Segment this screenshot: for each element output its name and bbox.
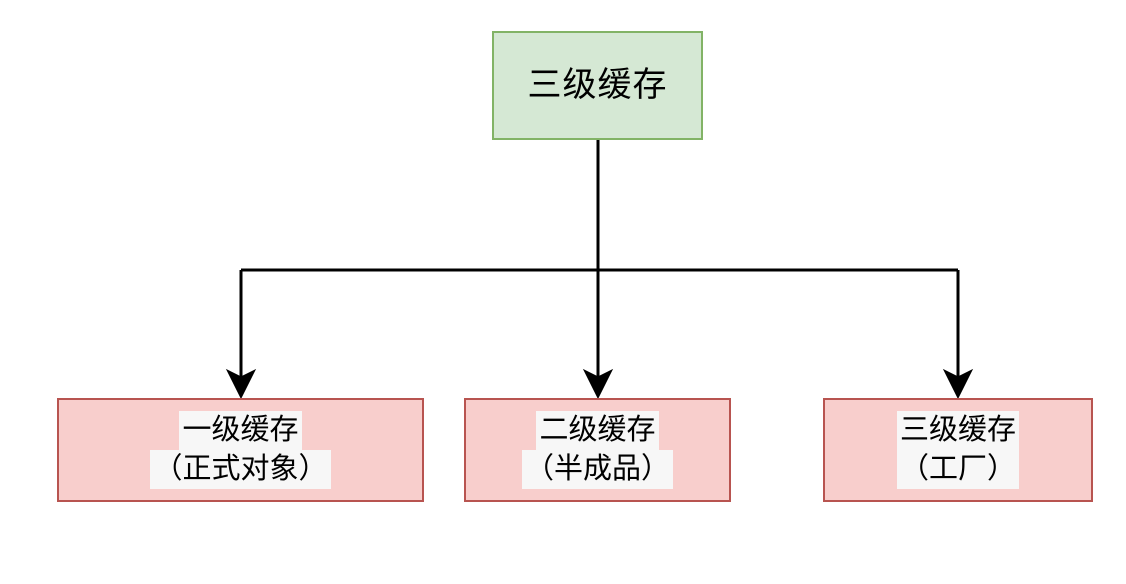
arrowhead-leaf-3 (942, 368, 974, 400)
node-leaf-level-three[interactable]: 三级缓存 （工厂） (823, 398, 1093, 502)
node-leaf-2-label-line-2: （半成品） (521, 450, 673, 490)
node-root-cache[interactable]: 三级缓存 (492, 31, 703, 140)
arrowhead-leaf-2 (582, 368, 614, 400)
node-leaf-level-two[interactable]: 二级缓存 （半成品） (464, 398, 731, 502)
node-leaf-1-label: 一级缓存 （正式对象） (150, 410, 331, 490)
node-leaf-3-label-line-1: 三级缓存 (896, 410, 1019, 450)
arrowhead-leaf-1 (225, 368, 257, 400)
node-leaf-2-label-line-1: 二级缓存 (522, 410, 673, 450)
node-root-label: 三级缓存 (528, 65, 668, 106)
node-leaf-1-label-line-2: （正式对象） (150, 450, 331, 490)
node-root-label-line-1: 三级缓存 (527, 65, 668, 104)
node-leaf-level-one[interactable]: 一级缓存 （正式对象） (57, 398, 424, 502)
node-leaf-2-label: 二级缓存 （半成品） (521, 410, 673, 490)
node-leaf-3-label: 三级缓存 （工厂） (896, 410, 1019, 490)
node-leaf-3-label-line-2: （工厂） (896, 450, 1019, 490)
node-leaf-1-label-line-1: 一级缓存 (150, 410, 330, 450)
